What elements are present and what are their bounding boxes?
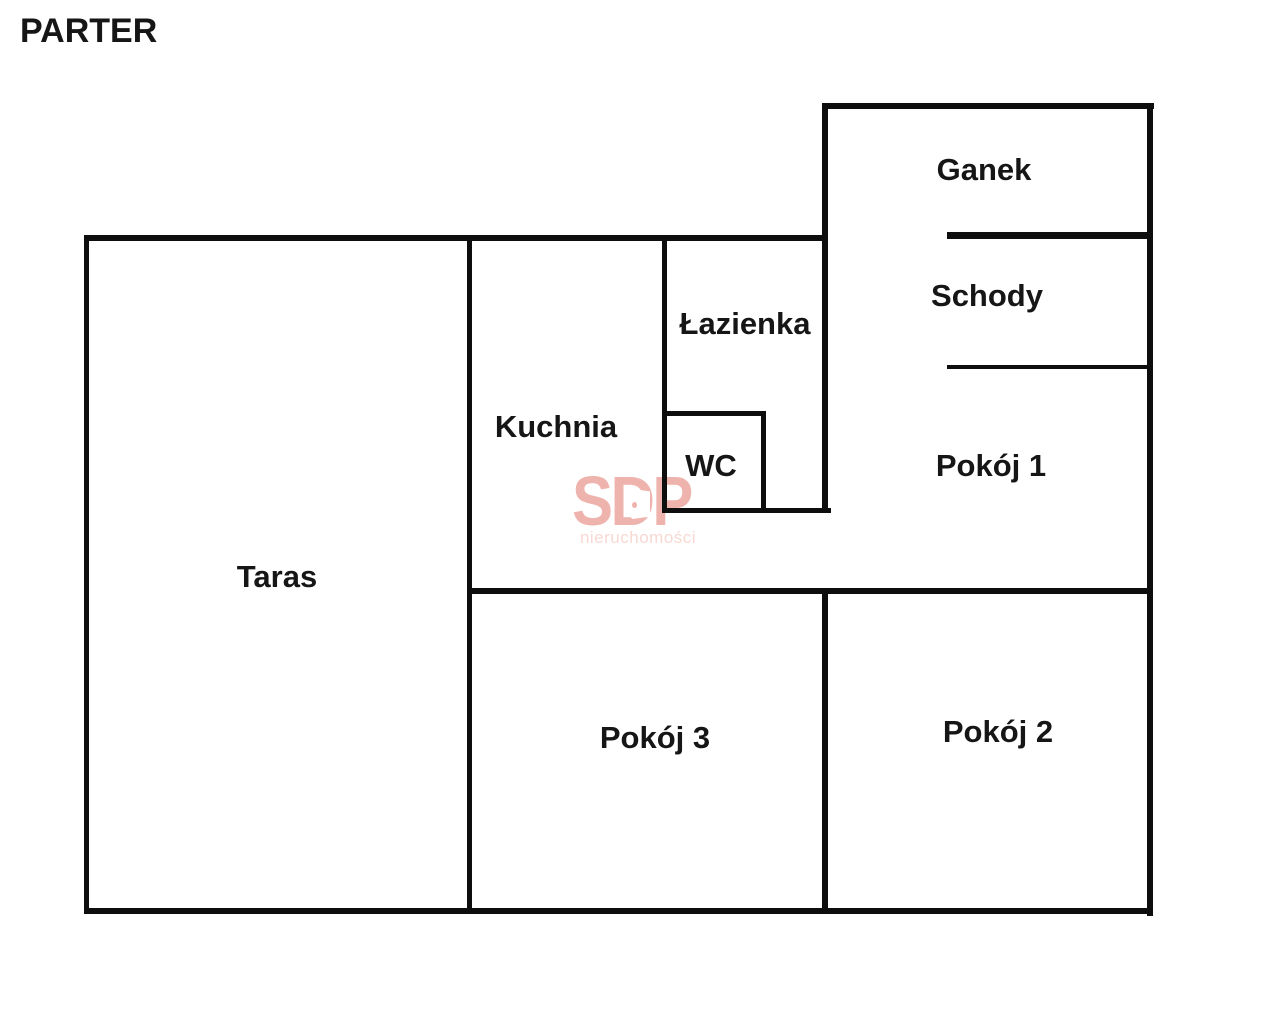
wall-stairs-lower [947,365,1149,369]
wall-stairs-upper [947,232,1153,239]
wall-ganek-left [822,103,828,513]
room-label-taras: Taras [236,559,318,594]
room-label-pokoj3: Pokój 3 [599,720,711,755]
wall-top [84,235,828,241]
wall-mid-horizontal [467,588,1153,594]
room-label-pokoj1: Pokój 1 [935,448,1047,483]
wall-bottom [84,908,1153,914]
wall-wc-top [662,411,766,416]
wall-lazienka-left [662,235,667,513]
watermark-door-dot-icon [632,502,637,508]
room-label-ganek: Ganek [936,152,1032,187]
wall-outer-right [1147,103,1153,916]
room-label-lazienka: Łazienka [679,306,811,341]
watermark-door-icon [625,489,650,519]
room-label-schody: Schody [931,278,1043,313]
wall-outer-left [84,235,89,914]
watermark-subtitle: nieruchomości [579,528,697,547]
wall-taras-right [467,235,472,914]
wall-wc-right [761,411,766,513]
wall-lazienka-bottom [662,508,831,513]
wall-rooms-divider [822,588,828,914]
floor-title: PARTER [20,12,158,50]
wall-ganek-top [822,103,1154,109]
room-label-kuchnia: Kuchnia [494,409,618,444]
room-label-wc: WC [685,448,737,483]
room-label-pokoj2: Pokój 2 [942,714,1054,749]
